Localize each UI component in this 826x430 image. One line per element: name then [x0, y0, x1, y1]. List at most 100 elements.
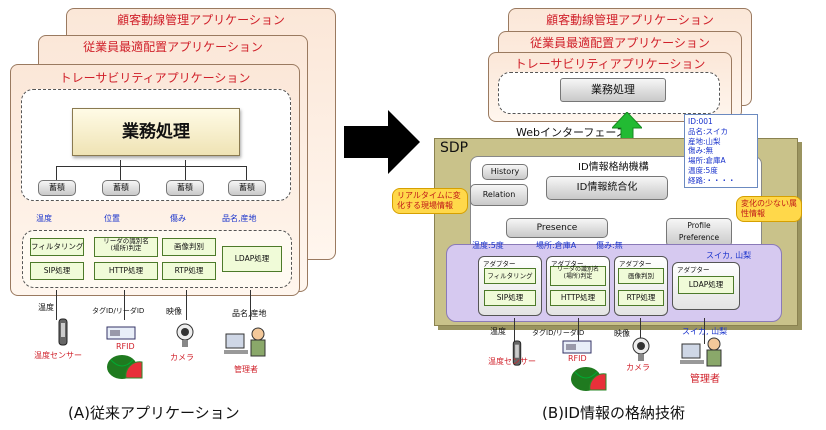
reader-id-box: リーダの識別名 (場所)判定 — [94, 237, 158, 257]
device-label: 管理者 — [690, 374, 720, 385]
app-title-1: トレーサビリティアプリケーション — [514, 57, 706, 71]
manager-pc-icon — [224, 327, 266, 357]
arrow-line — [120, 160, 121, 180]
caption-b: (B)ID情報の格納技術 — [542, 404, 685, 422]
sdp-label: SDP — [440, 140, 469, 156]
transform-arrow-icon — [344, 110, 420, 174]
adapter-2: アダプター — [546, 256, 610, 316]
input-label: 映像 — [166, 307, 182, 316]
rfid-tag-icon — [562, 340, 592, 354]
business-process-box: 業務処理 — [72, 108, 240, 156]
adapter-label: アダプター — [483, 260, 516, 268]
filtering-box: フィルタリング — [484, 268, 536, 284]
storage-cylinder: 蓄積 — [166, 180, 204, 196]
adapter-1: アダプター — [478, 256, 542, 316]
app-title-2: 従業員最適配置アプリケーション — [83, 40, 263, 54]
temperature-sensor-icon — [512, 340, 522, 366]
input-arrow — [704, 318, 705, 344]
camera-icon — [632, 337, 650, 361]
app-title-3: 顧客動線管理アプリケーション — [117, 13, 285, 27]
device-label: RFID — [568, 354, 587, 363]
info-line: 温度:5度 — [688, 165, 718, 175]
info-label: 傷み:無 — [596, 241, 623, 250]
input-arrow — [514, 318, 515, 344]
camera-icon — [176, 323, 194, 347]
reader-id-box: リーダの識別名 (場所)判定 — [550, 266, 606, 286]
info-label: スイカ, 山梨 — [706, 251, 752, 260]
sip-box: SIP処理 — [30, 262, 84, 280]
relation-db: Relation — [470, 184, 528, 206]
input-label: 温度 — [38, 303, 54, 312]
filtering-box: フィルタリング — [30, 238, 84, 256]
device-label: カメラ — [170, 353, 194, 362]
adapter-label: アダプター — [551, 260, 584, 268]
info-label: 温度:5度 — [472, 241, 504, 250]
integration-box: ID情報統合化 — [546, 176, 668, 200]
arrow-line — [246, 166, 247, 180]
image-detect-box: 画像判別 — [162, 238, 216, 256]
info-line: 傷み:無 — [688, 146, 714, 156]
info-label: 場所:倉庫A — [536, 241, 577, 250]
device-label: RFID — [116, 342, 135, 351]
storage-cylinder: 蓄積 — [228, 180, 266, 196]
manager-pc-icon — [680, 337, 722, 367]
id-info-card: ID:001 品名:スイカ 産地:山梨 傷み:無 場所:倉庫A 温度:5度 経路… — [684, 114, 758, 189]
http-box: HTTP処理 — [550, 290, 606, 306]
presence-db: Presence — [506, 218, 608, 238]
watermelon-icon — [107, 355, 143, 379]
info-line: 品名:スイカ — [688, 126, 729, 136]
image-detect-box: 画像判別 — [618, 268, 664, 284]
input-label: 温度 — [490, 327, 506, 336]
storage-cylinder: 蓄積 — [38, 180, 76, 196]
arrow-line — [185, 160, 186, 180]
rfid-tag-icon — [106, 326, 136, 340]
rtp-box: RTP処理 — [162, 262, 216, 280]
ldap-box: LDAP処理 — [222, 246, 282, 272]
callout-realtime: リアルタイムに変化する現場情報 — [392, 188, 468, 214]
up-arrow-icon — [612, 112, 642, 152]
info-line: ID:001 — [688, 117, 713, 126]
input-arrow — [578, 318, 579, 344]
adapter-label: アダプター — [619, 260, 652, 268]
temperature-sensor-icon — [58, 318, 68, 346]
device-label: カメラ — [626, 363, 650, 372]
input-arrow — [640, 318, 641, 340]
web-interface-label: Webインターフェース — [516, 126, 627, 139]
input-arrow — [186, 290, 187, 320]
input-label: タグID/リーダID — [532, 329, 585, 337]
business-process-box: 業務処理 — [560, 78, 666, 102]
info-label: 位置 — [104, 214, 120, 223]
input-arrow — [250, 290, 251, 320]
device-label: 温度センサー — [488, 357, 536, 366]
caption-a: (A)従来アプリケーション — [68, 404, 240, 422]
input-label: 映像 — [614, 329, 630, 338]
http-box: HTTP処理 — [94, 262, 158, 280]
arrow-line — [56, 166, 57, 180]
id-store-title: ID情報格納機構 — [578, 162, 649, 173]
info-line: 経路:・・・・ — [688, 175, 736, 185]
app-title-2: 従業員最適配置アプリケーション — [530, 36, 710, 50]
arrow-line — [56, 166, 246, 167]
watermelon-icon — [571, 367, 607, 391]
info-label: 品名,産地 — [222, 214, 257, 223]
adapter-label: アダプター — [677, 266, 710, 274]
input-arrow — [56, 290, 57, 320]
info-label: 傷み — [170, 214, 186, 223]
history-db: History — [482, 164, 528, 180]
rtp-box: RTP処理 — [618, 290, 664, 306]
storage-cylinder: 蓄積 — [102, 180, 140, 196]
adapter-3: アダプター — [614, 256, 668, 316]
callout-static: 変化の少ない属性情報 — [736, 196, 802, 222]
ldap-box: LDAP処理 — [678, 276, 734, 294]
input-label: 品名,産地 — [232, 309, 267, 318]
device-label: 温度センサー — [34, 351, 82, 360]
app-title-3: 顧客動線管理アプリケーション — [546, 13, 714, 27]
input-label: スイカ, 山梨 — [682, 327, 728, 336]
profile-db: Profile Preference — [666, 218, 732, 247]
input-arrow — [124, 290, 125, 320]
info-line: 場所:倉庫A — [688, 156, 726, 165]
info-label: 温度 — [36, 214, 52, 223]
info-line: 産地:山梨 — [688, 136, 721, 146]
app-title-1: トレーサビリティアプリケーション — [59, 71, 251, 85]
input-label: タグID/リーダID — [92, 307, 145, 315]
